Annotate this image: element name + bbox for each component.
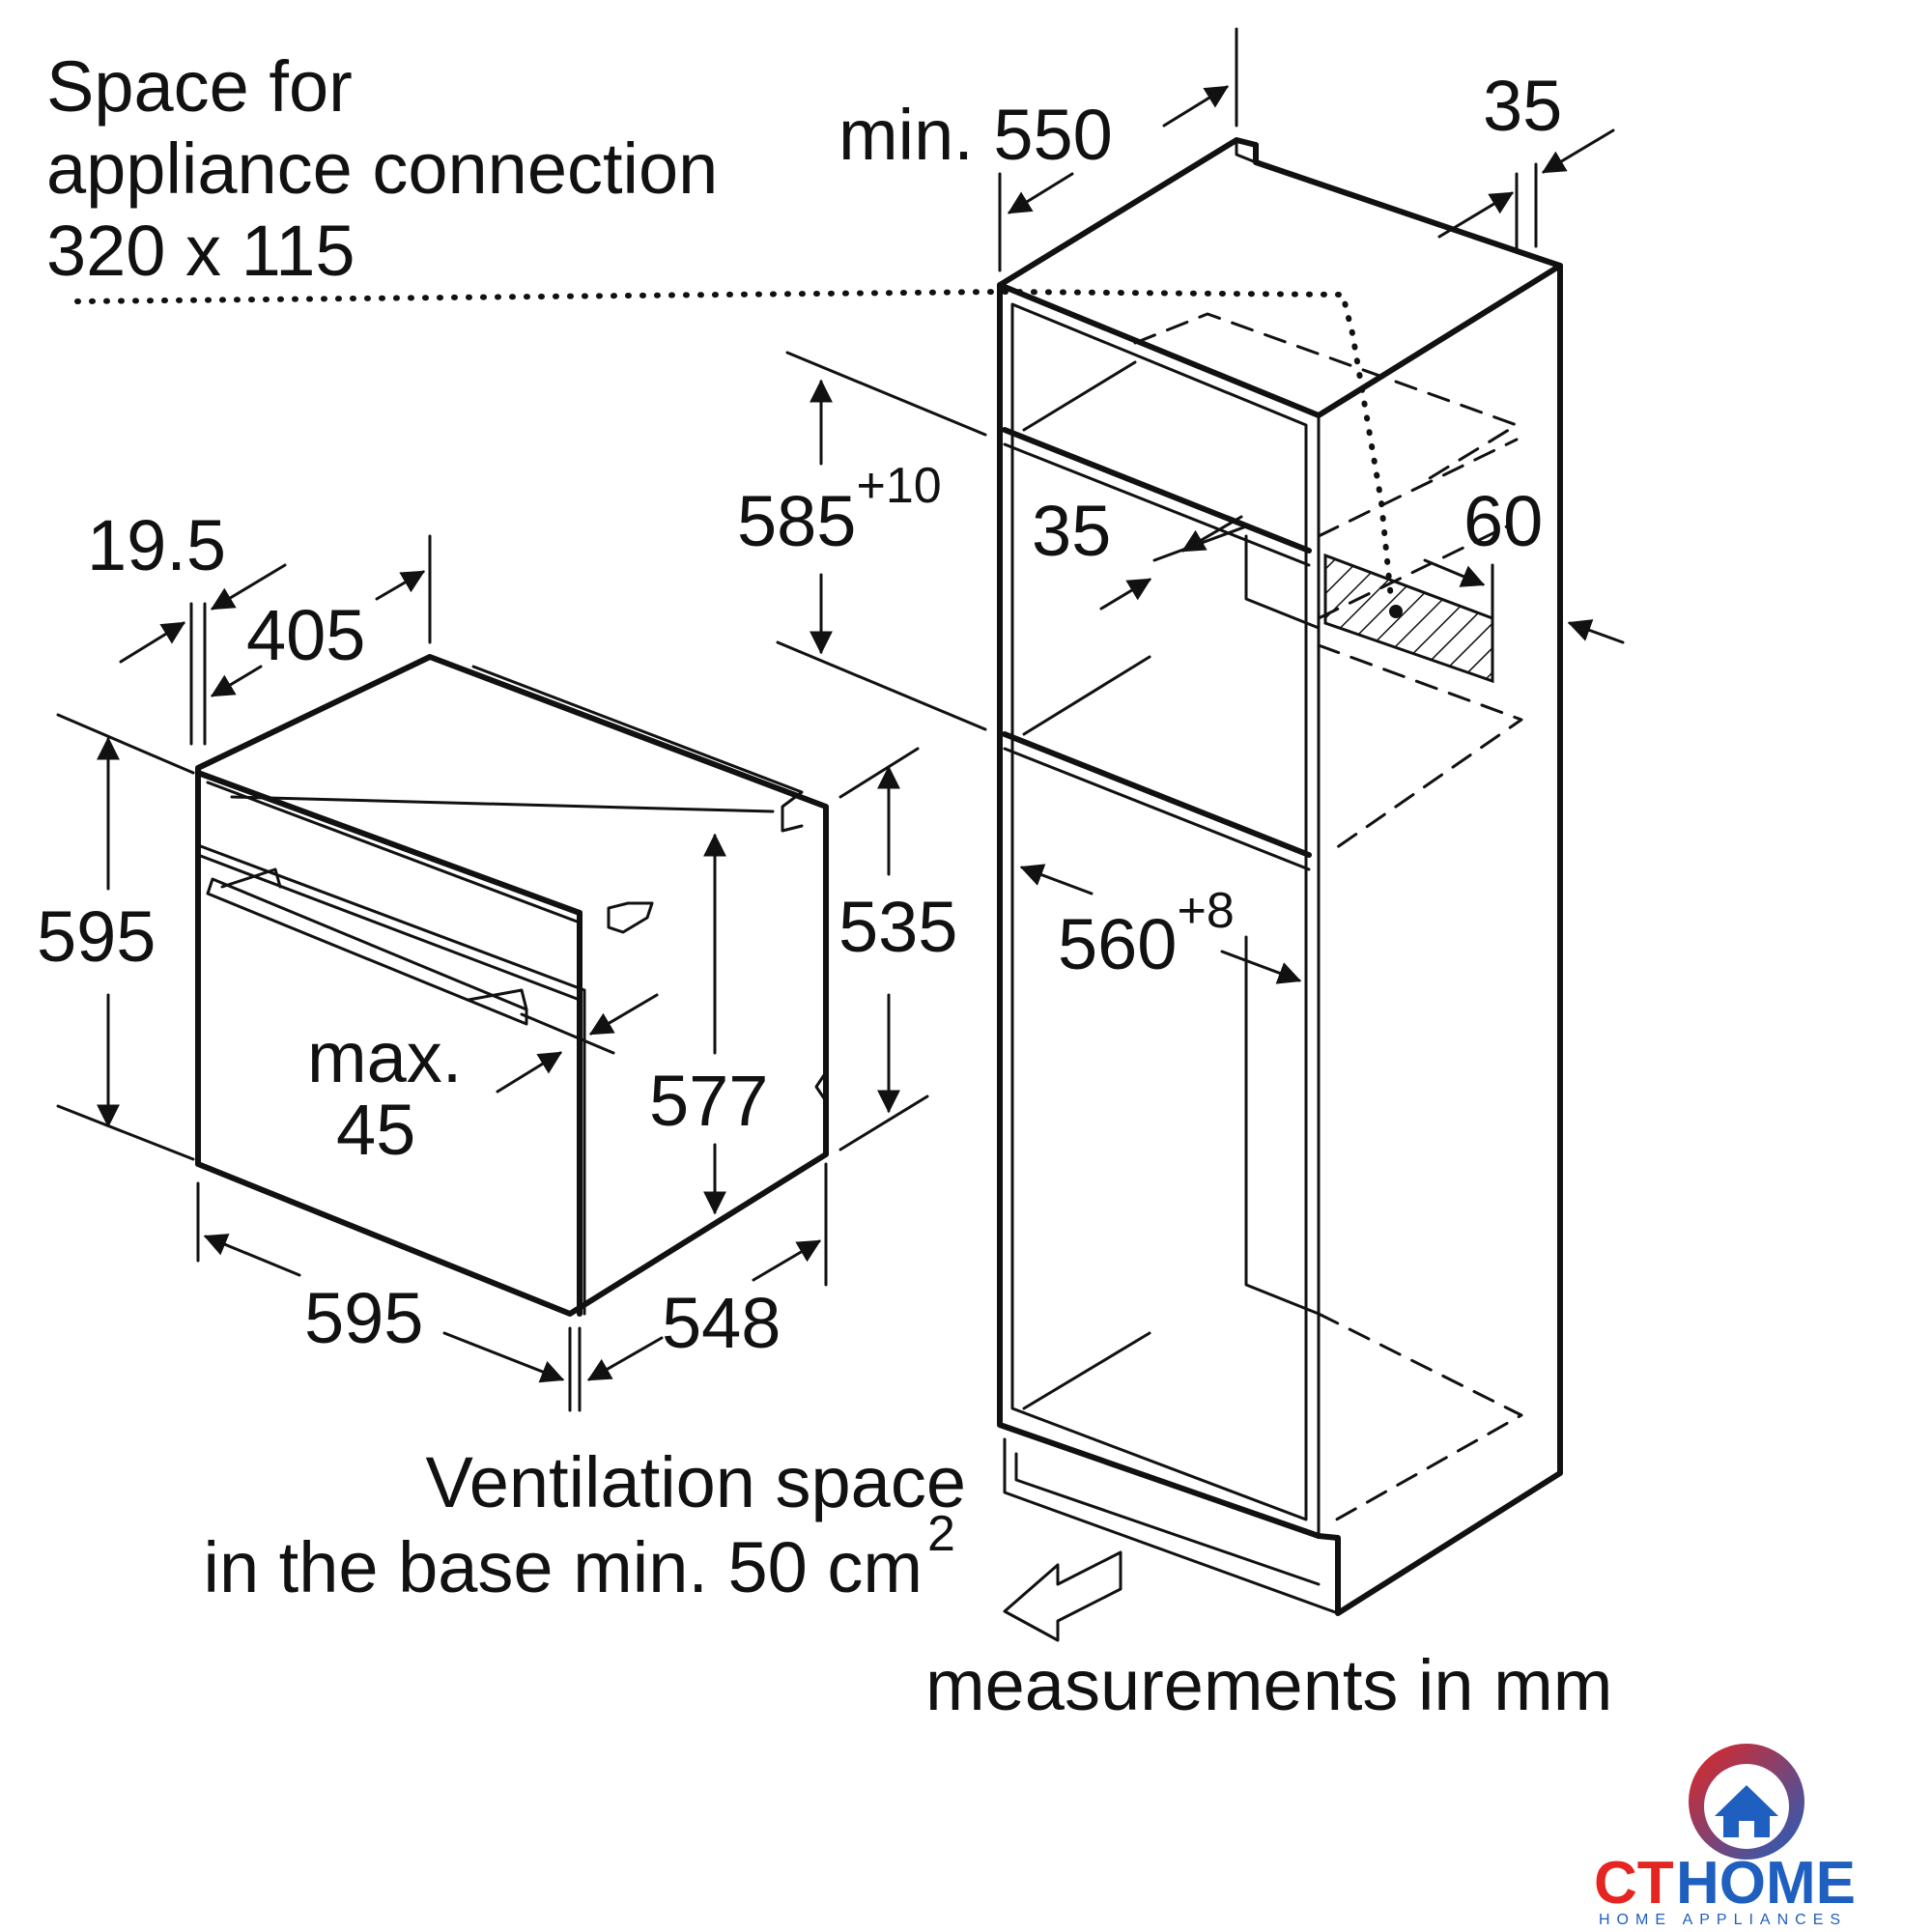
appliance-connection-label-line1: Space for <box>46 46 353 127</box>
dim-oven-595-height: 595 <box>37 896 156 977</box>
dimension-lines <box>56 27 1625 1642</box>
dim-oven-595-width: 595 <box>304 1278 423 1358</box>
logo-tagline: HOME APPLIANCES <box>1599 1912 1847 1928</box>
dim-niche-560: 560+8 <box>1058 883 1235 984</box>
cthome-logo: CT HOME HOME APPLIANCES <box>1594 1744 1856 1928</box>
dim-max-45-line1: max. <box>307 1017 462 1097</box>
dim-min-550: min. 550 <box>838 95 1113 175</box>
dim-oven-19-5: 19.5 <box>87 505 226 585</box>
units-note: measurements in mm <box>925 1645 1612 1725</box>
ventilation-label-line1: Ventilation space <box>425 1442 966 1522</box>
oven-drawing <box>195 654 829 1317</box>
dim-oven-548: 548 <box>662 1283 781 1363</box>
house-drop-icon <box>1689 1744 1804 1860</box>
cabinet-drawing <box>74 137 1563 1616</box>
dim-oven-535: 535 <box>838 887 957 967</box>
dim-max-45-line2: 45 <box>336 1090 415 1170</box>
ventilation-label-line2: in the base min. 50 cm <box>204 1527 923 1607</box>
appliance-connection-label-line3: 320 x 115 <box>46 211 355 291</box>
ventilation-label-superscript: 2 <box>927 1506 955 1562</box>
appliance-connection-label-line2: appliance connection <box>46 128 718 209</box>
dim-right-60: 60 <box>1463 481 1543 561</box>
dim-right-35: 35 <box>1032 491 1111 571</box>
logo-brand-ct: CT <box>1594 1850 1674 1917</box>
dim-niche-585: 585+10 <box>737 458 942 561</box>
dim-oven-405: 405 <box>246 595 365 675</box>
dim-top-35: 35 <box>1483 66 1562 146</box>
logo-brand-home: HOME <box>1676 1850 1856 1917</box>
dim-oven-577: 577 <box>649 1061 768 1141</box>
